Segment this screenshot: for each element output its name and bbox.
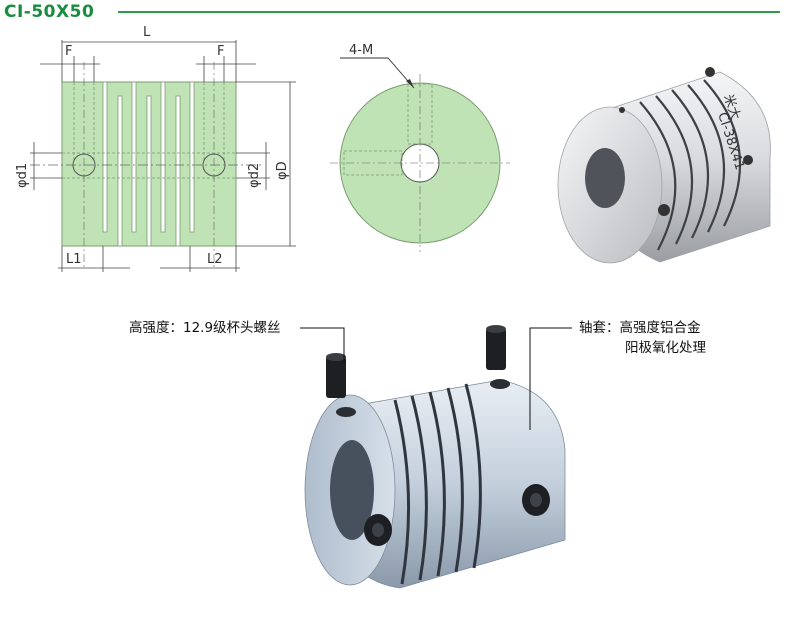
sleeve-slots bbox=[393, 383, 482, 585]
exploded-view bbox=[300, 325, 572, 589]
screw-hole-top-right bbox=[490, 379, 510, 389]
callout-screw: 高强度：12.9级杯头螺丝 bbox=[129, 320, 281, 336]
set-screw-side-left bbox=[364, 514, 392, 546]
dim-L1: L1 bbox=[66, 252, 82, 267]
front-view: L F F φd1 φd2 φD L1 L2 bbox=[15, 25, 296, 272]
callout-sleeve-line1: 轴套：高强度铝合金 bbox=[579, 320, 701, 336]
dim-L2: L2 bbox=[207, 252, 223, 267]
dim-D: φD bbox=[275, 161, 290, 180]
dim-F-left: F bbox=[65, 44, 72, 59]
sleeve-bore bbox=[330, 440, 374, 540]
dim-L: L bbox=[143, 25, 151, 40]
set-screw-left bbox=[326, 356, 346, 398]
leader-sleeve bbox=[529, 327, 572, 430]
model-title: CI-50X50 bbox=[4, 2, 95, 22]
leader-screw bbox=[300, 327, 345, 362]
end-view: 4-M bbox=[330, 43, 510, 252]
set-screw-side-right bbox=[522, 484, 550, 516]
product-photo-small: 米大 CI-38X41 bbox=[557, 67, 771, 264]
small-screw-face bbox=[619, 107, 625, 113]
set-screw-right bbox=[486, 328, 506, 370]
small-screw-top bbox=[705, 67, 715, 77]
small-coupling-bore bbox=[585, 148, 625, 208]
callout-sleeve-line2: 阳极氧化处理 bbox=[625, 340, 706, 356]
header-rule bbox=[118, 11, 780, 13]
small-screw-right bbox=[743, 155, 753, 165]
small-screw-lower bbox=[658, 204, 670, 216]
dim-d1: φd1 bbox=[15, 163, 30, 188]
screw-hole-top-left bbox=[336, 407, 356, 417]
dim-F-right: F bbox=[217, 44, 224, 59]
dim-screws: 4-M bbox=[349, 43, 373, 58]
flex-slots bbox=[102, 81, 195, 247]
dim-d2: φd2 bbox=[247, 163, 262, 188]
